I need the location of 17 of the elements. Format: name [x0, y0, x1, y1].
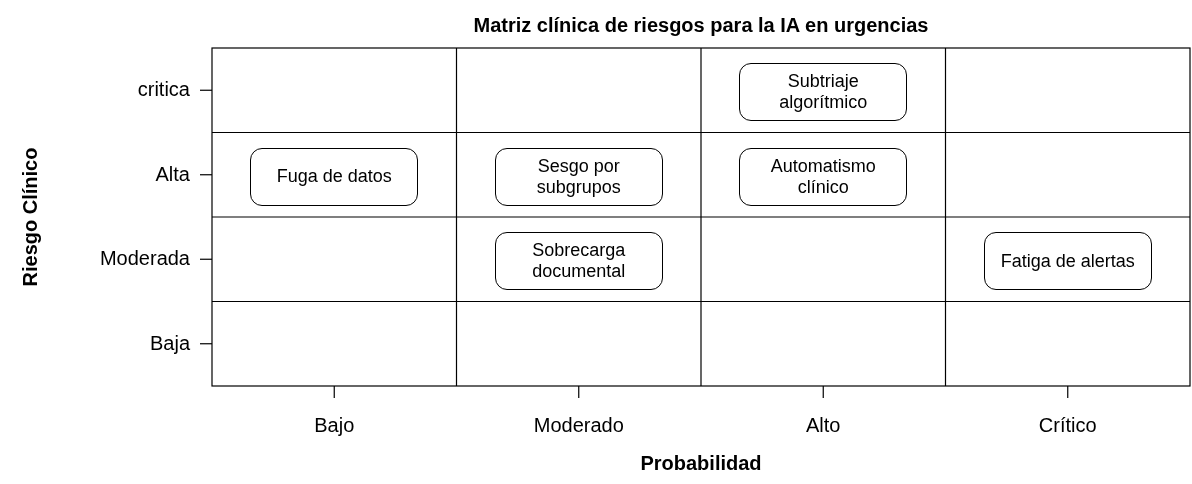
chart-title: Matriz clínica de riesgos para la IA en urgencias — [473, 14, 929, 37]
axis-tick-label: critica — [137, 78, 190, 102]
axis-tick-label: Crítico — [1038, 414, 1097, 437]
risk-box: Sesgo por subgrupos — [494, 147, 663, 206]
risk-box: Subtriaje algorítmico — [739, 63, 908, 122]
risk-box: Sobrecarga documental — [494, 232, 663, 291]
axis-tick-label: Baja — [149, 331, 190, 355]
axis-tick-label: Alta — [155, 162, 190, 186]
risk-box: Fuga de datos — [250, 147, 419, 206]
axis-tick-label: Alto — [806, 414, 841, 437]
axis-tick-label: Bajo — [314, 414, 355, 437]
axis-tick-label: Moderada — [99, 247, 190, 271]
axis-title: Riesgo Clínico — [18, 147, 42, 287]
risk-box: Fatiga de alertas — [983, 232, 1152, 291]
axis-tick-label: Moderado — [533, 414, 624, 437]
risk-box: Automatismo clínico — [739, 147, 908, 206]
axis-title: Probabilidad — [640, 452, 762, 475]
